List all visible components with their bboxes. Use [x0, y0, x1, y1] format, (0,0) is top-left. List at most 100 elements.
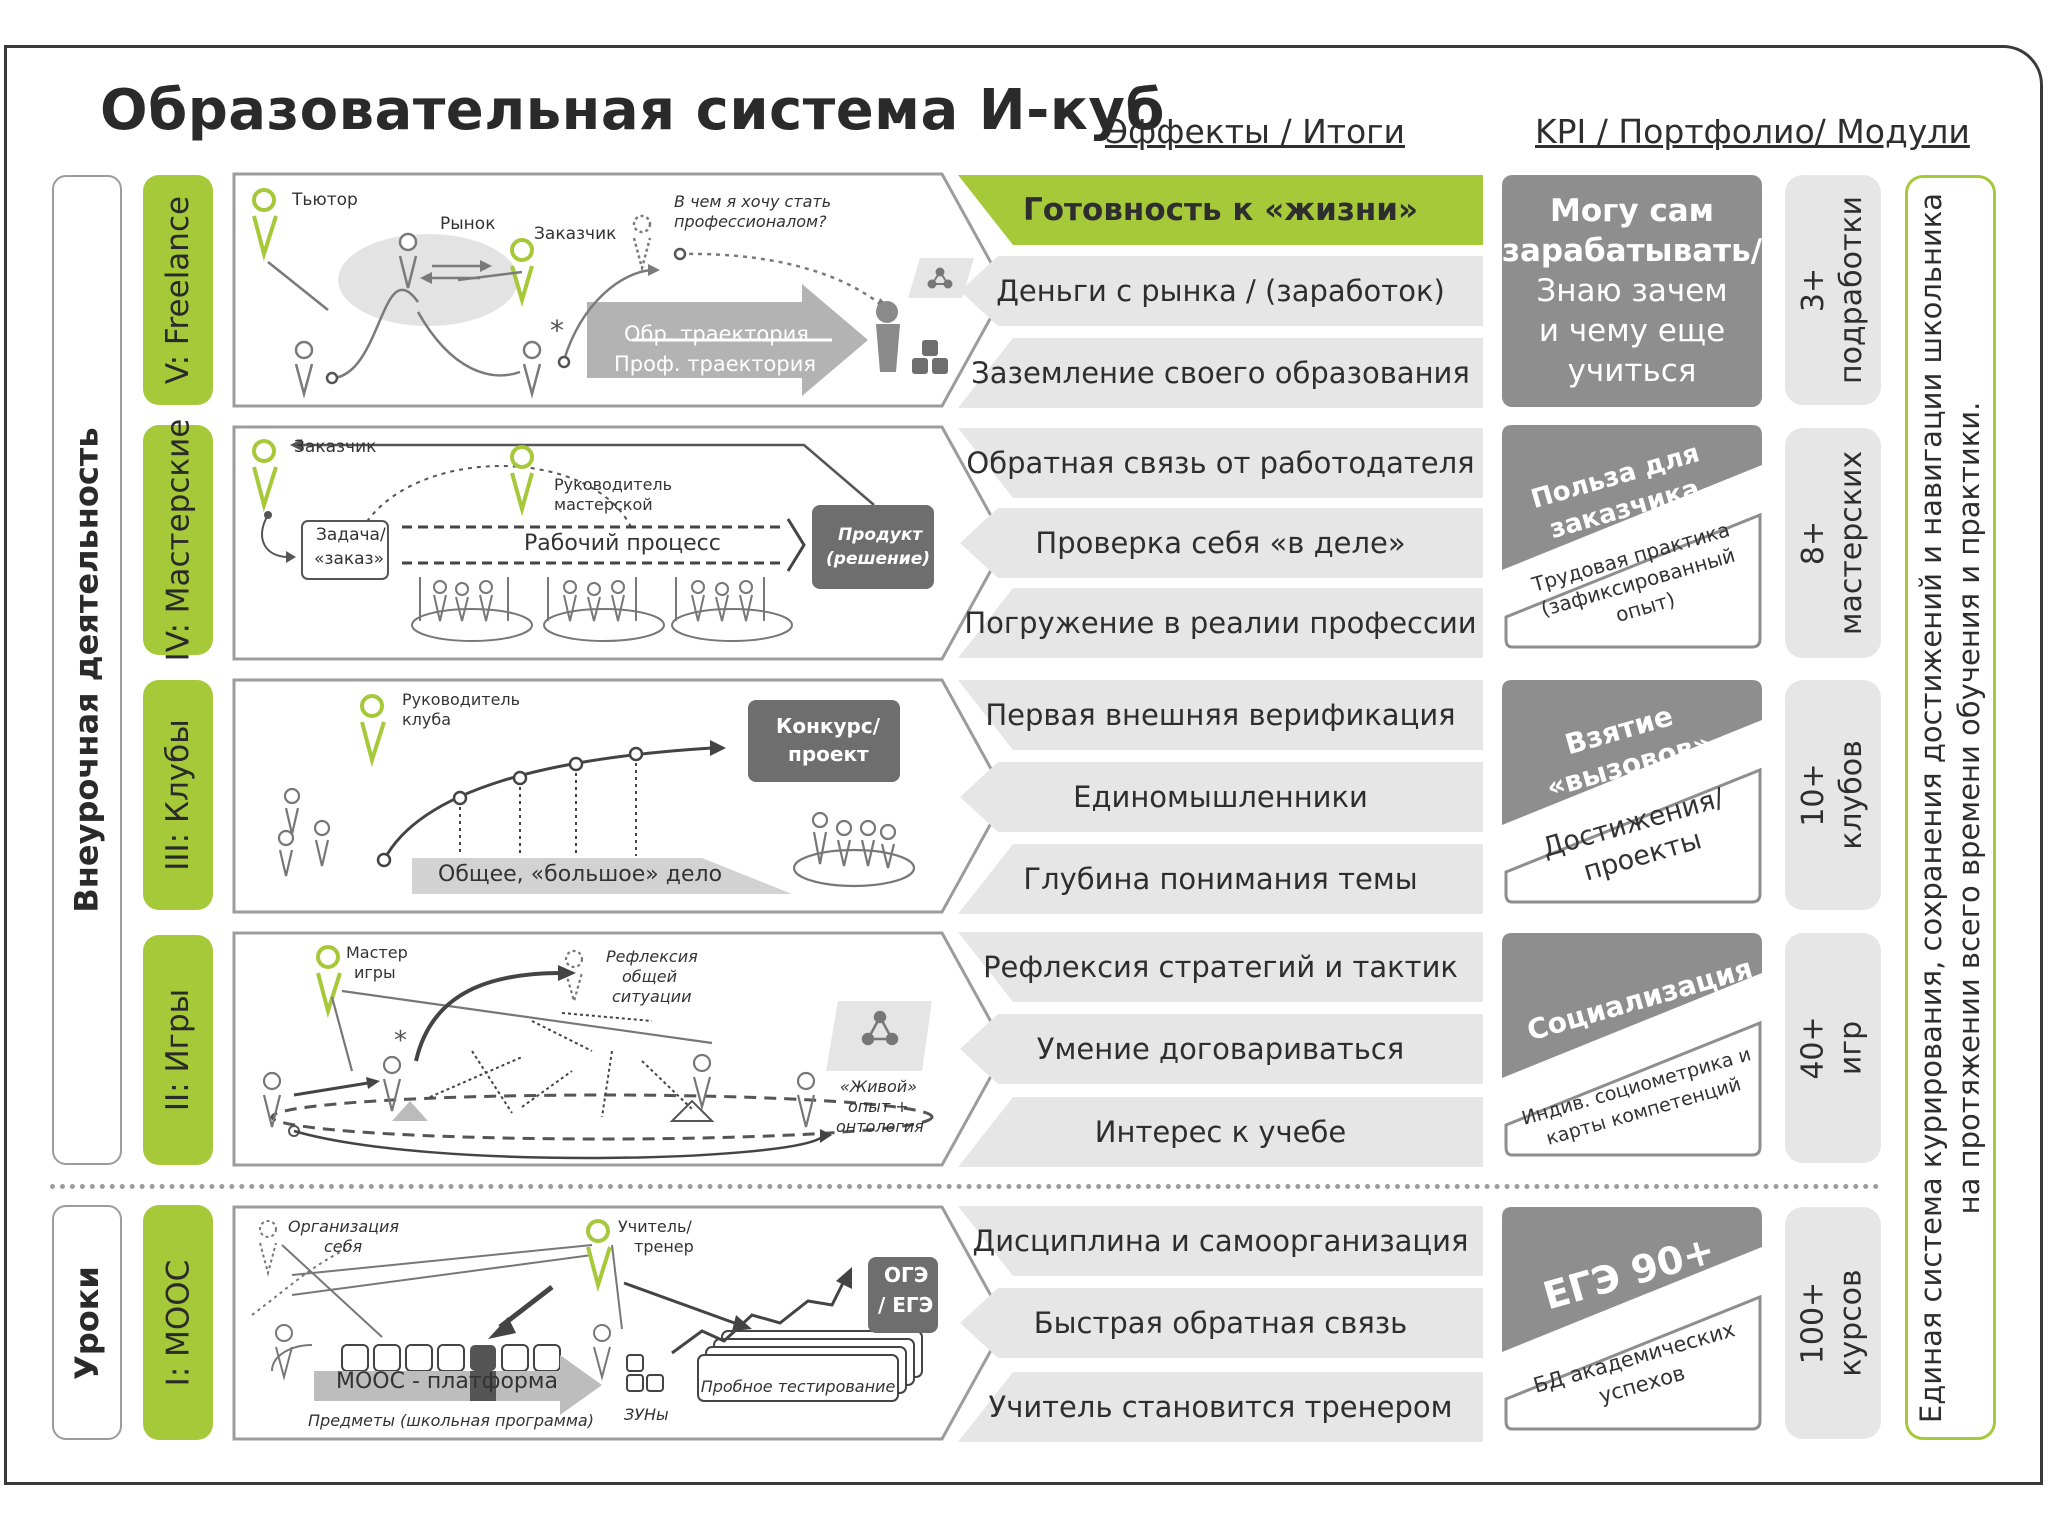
kpi-clubs: Взятие «вызовов» Достижения/ проекты [1502, 680, 1762, 912]
kpi-header: KPI / Портфолио/ Модули [1535, 112, 1970, 151]
effect-mooc-3: Учитель становится тренером [958, 1372, 1483, 1442]
teacher-line-2: тренер [634, 1237, 694, 1256]
question-line-2: профессионалом? [674, 212, 827, 231]
kpi-freelance-bold-1: Могу сам [1550, 193, 1714, 229]
reflection-line-3: ситуации [612, 987, 692, 1006]
effect-games-3: Интерес к учебе [958, 1097, 1483, 1167]
system-line-2: на протяжении всего времени обучения и п… [1952, 401, 1987, 1214]
panel-games: * Мастер игры Рефлексия общей ситуации «… [232, 931, 1012, 1167]
effect-freelance-2: Деньги с рынка / (заработок) [958, 256, 1483, 326]
effect-games-1: Рефлексия стратегий и тактик [958, 932, 1483, 1002]
org-line-1: Организация [288, 1217, 400, 1236]
teacher-line-1: Учитель/ [618, 1217, 692, 1236]
module-clubs: 10+клубов [1785, 680, 1881, 910]
task-line-1: Задача/ [316, 525, 386, 545]
leader-line-2: клуба [402, 710, 452, 729]
panel-clubs: Руководитель клуба Конкурс/ проект Общее… [232, 678, 1012, 914]
module-clubs-unit: клубов [1834, 740, 1869, 850]
mooc-platform: MOOC - платформа [336, 1369, 558, 1394]
stage-label-clubs: III: Клубы [143, 680, 213, 910]
kpi-freelance-bold-2: зарабатывать/ [1502, 233, 1762, 269]
unified-system-box: Единая система курирования, сохранения д… [1905, 175, 1996, 1440]
extracurricular-label: Внеурочная деятельность [52, 175, 122, 1165]
module-workshops-unit: мастерских [1834, 450, 1870, 636]
module-games-unit: игр [1834, 1020, 1869, 1076]
kpi-freelance-line-2: и чему еще [1538, 313, 1726, 349]
exam-line-1: ОГЭ [884, 1263, 929, 1287]
customer-label: Заказчик [534, 224, 617, 244]
leader-line-1: Руководитель [402, 690, 521, 709]
module-freelance-count: 3+ [1796, 267, 1831, 313]
module-clubs-count: 10+ [1796, 763, 1831, 827]
org-line-2: себя [324, 1237, 363, 1256]
stage-label-games: II: Игры [143, 935, 213, 1165]
tutor-label: Тьютор [292, 190, 358, 210]
trial-testing: Пробное тестирование [700, 1377, 896, 1396]
module-freelance: 3+подработки [1785, 175, 1881, 405]
leader-line-1: Руководитель [554, 475, 673, 494]
product-line-2: (решение) [826, 549, 931, 569]
track-prof: Проф. траектория [614, 352, 817, 376]
panel-workshops: Заказчик Руководитель мастерской Задача/… [232, 425, 1012, 661]
module-mooc-count: 100+ [1796, 1281, 1832, 1365]
master-line-2: игры [354, 963, 396, 982]
section-divider [50, 1184, 1880, 1189]
svg-text:*: * [550, 314, 564, 347]
reflection-line-2: общей [622, 967, 677, 986]
customer-label: Заказчик [294, 437, 377, 457]
module-mooc-unit: курсов [1834, 1269, 1870, 1377]
module-workshops: 8+мастерских [1785, 428, 1881, 658]
work-process: Рабочий процесс [524, 531, 721, 556]
kpi-games: Социализация Индив. социометрика и карты… [1502, 933, 1762, 1165]
effect-mooc-1: Дисциплина и самоорганизация [958, 1206, 1483, 1276]
reflection-line-1: Рефлексия [606, 947, 698, 966]
exam-line-2: / ЕГЭ [878, 1293, 934, 1317]
contest-line-1: Конкурс/ [776, 714, 880, 738]
kpi-freelance-line-1: Знаю зачем [1536, 273, 1728, 309]
task-line-2: «заказ» [314, 549, 384, 569]
kpi-mooc: ЕГЭ 90+ БД академических успехов [1502, 1207, 1762, 1439]
effect-freelance-3: Заземление своего образования [958, 338, 1483, 408]
module-workshops-count: 8+ [1796, 520, 1832, 566]
stage-label-freelance: V: Freelance [143, 175, 213, 405]
effect-clubs-1: Первая внешняя верификация [958, 680, 1483, 750]
live-line-3: онтология [836, 1117, 924, 1136]
effect-freelance-1: Готовность к «жизни» [958, 175, 1483, 245]
panel-mooc: Организация себя Учитель/ тренер ОГЭ / Е… [232, 1205, 1012, 1441]
leader-line-2: мастерской [554, 495, 653, 514]
svg-text:*: * [394, 1026, 407, 1056]
kpi-workshops: Польза для заказчика Трудовая практика (… [1502, 425, 1762, 657]
master-line-1: Мастер [346, 943, 408, 962]
stage-label-workshops: IV: Мастерские [143, 419, 213, 661]
stage-label-mooc: I: MOOC [143, 1205, 213, 1440]
track-edu: Обр. траектория [624, 322, 809, 346]
subjects-label: Предметы (школьная программа) [308, 1411, 594, 1430]
live-line-2: опыт + [848, 1097, 909, 1116]
panel-freelance: * Тьютор Рынок Заказчик В чем я хочу ста… [232, 172, 1012, 408]
effect-clubs-2: Единомышленники [958, 762, 1483, 832]
module-freelance-unit: подработки [1834, 195, 1869, 385]
effect-workshops-3: Погружение в реалии профессии [958, 588, 1483, 658]
kpi-freelance: Могу сам зарабатывать/ Знаю зачем и чему… [1502, 175, 1762, 407]
module-games: 40+игр [1785, 933, 1881, 1163]
effect-clubs-3: Глубина понимания темы [958, 844, 1483, 914]
effect-games-2: Умение договариваться [958, 1014, 1483, 1084]
outer-frame [4, 45, 2043, 1485]
module-games-count: 40+ [1796, 1016, 1831, 1080]
contest-line-2: проект [788, 742, 869, 766]
module-mooc: 100+курсов [1785, 1207, 1881, 1439]
lessons-label: Уроки [52, 1205, 122, 1440]
common-cause: Общее, «большое» дело [438, 862, 723, 887]
system-line-1: Единая система курирования, сохранения д… [1914, 192, 1949, 1423]
product-line-1: Продукт [838, 525, 923, 545]
effects-header: Эффекты / Итоги [1105, 112, 1405, 151]
zun-label: ЗУНы [624, 1405, 669, 1424]
effect-workshops-1: Обратная связь от работодателя [958, 428, 1483, 498]
market-label: Рынок [440, 214, 496, 234]
live-line-1: «Живой» [840, 1077, 917, 1096]
question-line-1: В чем я хочу стать [674, 192, 832, 211]
kpi-freelance-line-3: учиться [1567, 353, 1697, 389]
effect-mooc-2: Быстрая обратная связь [958, 1288, 1483, 1358]
effect-workshops-2: Проверка себя «в деле» [958, 508, 1483, 578]
page-title: Образовательная система И-куб [100, 78, 1165, 143]
